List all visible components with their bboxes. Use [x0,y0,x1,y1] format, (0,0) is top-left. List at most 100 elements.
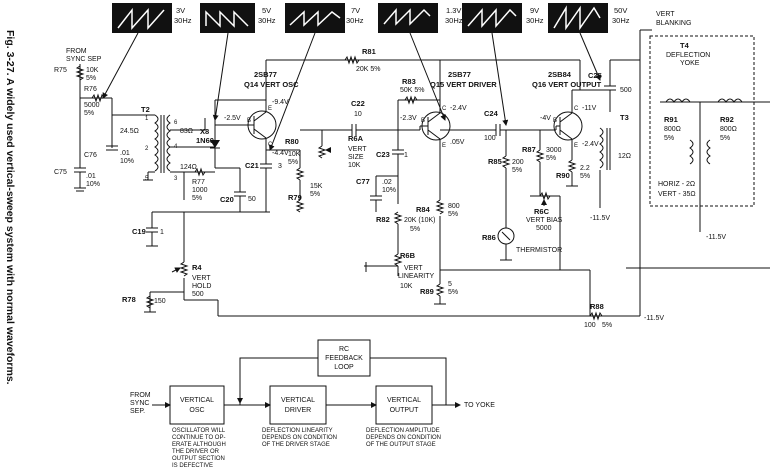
t2-pin2: 2 [145,146,149,152]
c20-value: 50 [248,196,256,203]
r85-tol: 5% [512,167,522,174]
block-diagram: FROM SYNC SEP. VERTICAL OSC VERTICAL DRI… [130,339,495,469]
q16-label: Q16 VERT OUTPUT [532,80,602,89]
c24-label: C24 [484,109,499,118]
block-driver-2: DRIVER [285,407,311,414]
note-osc-2: CONTINUE TO OP- [172,435,225,441]
r77-value: 1000 [192,187,208,194]
note-driver-3: OF THE DRIVER STAGE [262,442,330,448]
r6c-name: VERT BIAS [526,217,563,224]
c21-value: 3 [278,163,282,170]
note-osc-3: ERATE ALTHOUGH [172,442,226,448]
r86-label: R86 [482,233,496,242]
waveform-3-freq: 30Hz [346,16,364,25]
block-vertical-driver [269,385,327,425]
note-osc-4: THE DRIVER OR [172,449,220,455]
waveform-5-volts: 9V [530,6,539,15]
r83-value: 50K 5% [400,87,425,94]
r79-value: 15K [310,183,323,190]
c23-value: 1 [404,152,408,159]
q14-c-volts: -4.4V [272,150,289,157]
t4-name2: YOKE [680,60,700,67]
q15-type: 2SB77 [448,70,471,79]
t4-name1: DEFLECTION [666,52,710,59]
q14-e-volts: -9.4V [272,99,289,106]
q16-e: E [574,143,578,149]
r6a-name1: VERT [348,146,367,153]
c75-value: .01 [86,173,96,180]
r4-name2: HOLD [192,283,211,290]
block-to-yoke: TO YOKE [464,402,495,409]
q16-c-volts: -11V [582,105,597,112]
block-output-1: VERTICAL [387,397,421,404]
q15-c-volts: -2.4V [450,105,467,112]
r91-label: R91 [664,115,678,124]
block-feedback-3: LOOP [334,364,354,371]
block-vertical-osc [169,385,225,425]
label-from-sync-1: FROM [66,48,87,55]
r89-label: R89 [420,287,434,296]
x8-label: X8 [200,127,209,136]
q15-e: E [442,143,446,149]
r77-label: R77 [192,179,205,186]
r90-value: 2.2 [580,165,590,172]
c19-value: 1 [160,229,164,236]
vert-blanking-2: BLANKING [656,20,691,27]
waveform-4: 1.3V 30Hz [378,3,463,33]
r4-name1: VERT [192,275,211,282]
r6a-value: 10K [348,162,361,169]
r83-label: R83 [402,77,416,86]
c23-label: C23 [376,150,390,159]
c76-value: .01 [120,150,130,157]
block-osc-2: OSC [189,407,204,414]
r90-tol: 5% [580,173,590,180]
r78-label: R78 [122,295,136,304]
r92-label: R92 [720,115,734,124]
vert-blanking-1: VERT [656,11,675,18]
waveform-3-volts: 7V [351,6,360,15]
t2-r3: 124Ω [180,164,197,171]
block-feedback-2: FEEDBACK [325,355,363,362]
supply-r88: -11.5V [644,315,664,322]
r89-tol: 5% [448,289,458,296]
r6b-value: 10K [400,283,413,290]
c19-label: C19 [132,227,146,236]
block-output-2: OUTPUT [390,407,420,414]
r81-value: 20K 5% [356,66,381,73]
horiz-res: HORIZ - 2Ω [658,181,695,188]
r78-value: 150 [154,298,166,305]
c76-label: C76 [84,152,97,159]
t3-resistance: 12Ω [618,153,631,160]
q15-b: B [421,118,425,124]
q16-c: C [574,106,579,112]
r92-tol: 5% [720,135,730,142]
c76-tol: 10% [120,158,134,165]
c22-label: C22 [351,99,365,108]
r80-value: 10K [288,151,301,158]
q14-label: Q14 VERT OSC [244,80,299,89]
waveform-1: 3V 30Hz [112,3,192,33]
c25-value: 500 [620,87,632,94]
r87-value: 3000 [546,147,562,154]
r6b-name1: VERT [404,265,423,272]
t2-pin3: 3 [174,176,178,182]
r85-label: R85 [488,157,502,166]
note-osc-6: IS DEFECTIVE [172,463,213,469]
c24-value: 100 [484,135,496,142]
thermistor-label: THERMISTOR [516,247,562,254]
r87-tol: 5% [546,155,556,162]
c77-value: .02 [382,179,392,186]
note-osc-5: OUTPUT SECTION [172,456,225,462]
supply-t3: -11.5V [590,215,610,222]
r76-label: R76 [84,86,97,93]
t2-r1: 24.5Ω [120,128,139,135]
c25-label: C25 [588,71,602,80]
x8-type: 1N60 [196,136,214,145]
r81-label: R81 [362,47,376,56]
r76-value: 5000 [84,102,100,109]
r84-label: R84 [416,205,431,214]
r6b-label: R6B [400,251,416,260]
note-driver-2: DEPENDS ON CONDITION [262,435,337,441]
r82-label: R82 [376,215,390,224]
